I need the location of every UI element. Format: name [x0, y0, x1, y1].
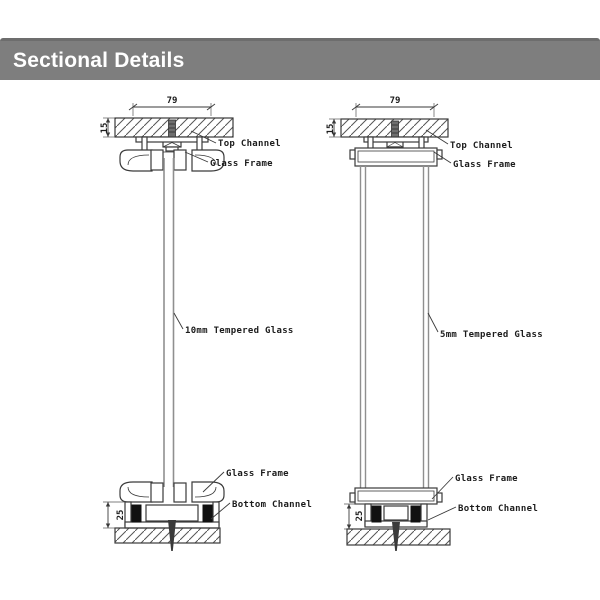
- right-bottom-height-dimension: 25: [344, 503, 365, 530]
- left-section-drawing: 79 15: [100, 96, 312, 551]
- right-glass-frame-bottom-leader: [431, 476, 454, 500]
- right-glass-label: 5mm Tempered Glass: [440, 330, 543, 340]
- right-glass-frame-top: [349, 147, 443, 167]
- left-glass-frame-bottom-leader: [202, 471, 225, 493]
- page-title: Sectional Details: [13, 49, 185, 72]
- right-dim-79: 79: [390, 96, 401, 106]
- right-glass-frame-top-leader: [433, 151, 452, 164]
- right-width-dimension: 79: [351, 96, 439, 117]
- right-glass-frame-bottom: [349, 487, 443, 505]
- right-glass-leader: [427, 312, 439, 333]
- left-dim-79: 79: [167, 96, 178, 106]
- left-floor-hatch: [114, 527, 221, 544]
- left-glass-label: 10mm Tempered Glass: [185, 326, 294, 336]
- right-section-drawing: 79 15: [326, 96, 543, 551]
- left-glass-frame-top-label: Glass Frame: [210, 159, 273, 169]
- right-glass-frame-bottom-label: Glass Frame: [455, 474, 518, 484]
- right-glass-frame-top-label: Glass Frame: [453, 160, 516, 170]
- left-bottom-channel-label: Bottom Channel: [232, 500, 312, 510]
- left-glass-leader: [173, 312, 184, 330]
- right-floor-screw: [392, 522, 400, 551]
- left-glass-frame-bottom: [119, 481, 225, 503]
- right-glass-pane-left: [359, 166, 367, 490]
- left-floor-screw: [168, 520, 176, 551]
- left-top-channel-leader: [190, 130, 217, 144]
- right-bottom-channel-leader: [427, 506, 457, 521]
- right-top-channel-label: Top Channel: [450, 141, 513, 151]
- right-top-channel-leader: [425, 129, 449, 145]
- left-glass-pane: [163, 158, 175, 487]
- section-header: Sectional Details: [0, 38, 600, 80]
- left-width-dimension: 79: [128, 96, 216, 116]
- right-top-height-dimension: 15: [326, 118, 341, 138]
- left-glass-frame-top-leader: [184, 151, 209, 163]
- right-glass-pane-right: [422, 166, 430, 490]
- left-bottom-height-dimension: 25: [103, 501, 126, 529]
- left-dim-15: 15: [100, 123, 110, 134]
- right-bottom-channel-label: Bottom Channel: [458, 504, 538, 514]
- right-dim-25: 25: [355, 511, 365, 522]
- left-dim-25: 25: [116, 510, 126, 521]
- left-glass-frame-top: [119, 149, 225, 172]
- left-top-channel-label: Top Channel: [218, 139, 281, 149]
- left-bottom-channel-leader: [210, 502, 231, 520]
- left-glass-frame-bottom-label: Glass Frame: [226, 469, 289, 479]
- left-top-height-dimension: 15: [100, 117, 115, 138]
- right-dim-15: 15: [326, 124, 336, 135]
